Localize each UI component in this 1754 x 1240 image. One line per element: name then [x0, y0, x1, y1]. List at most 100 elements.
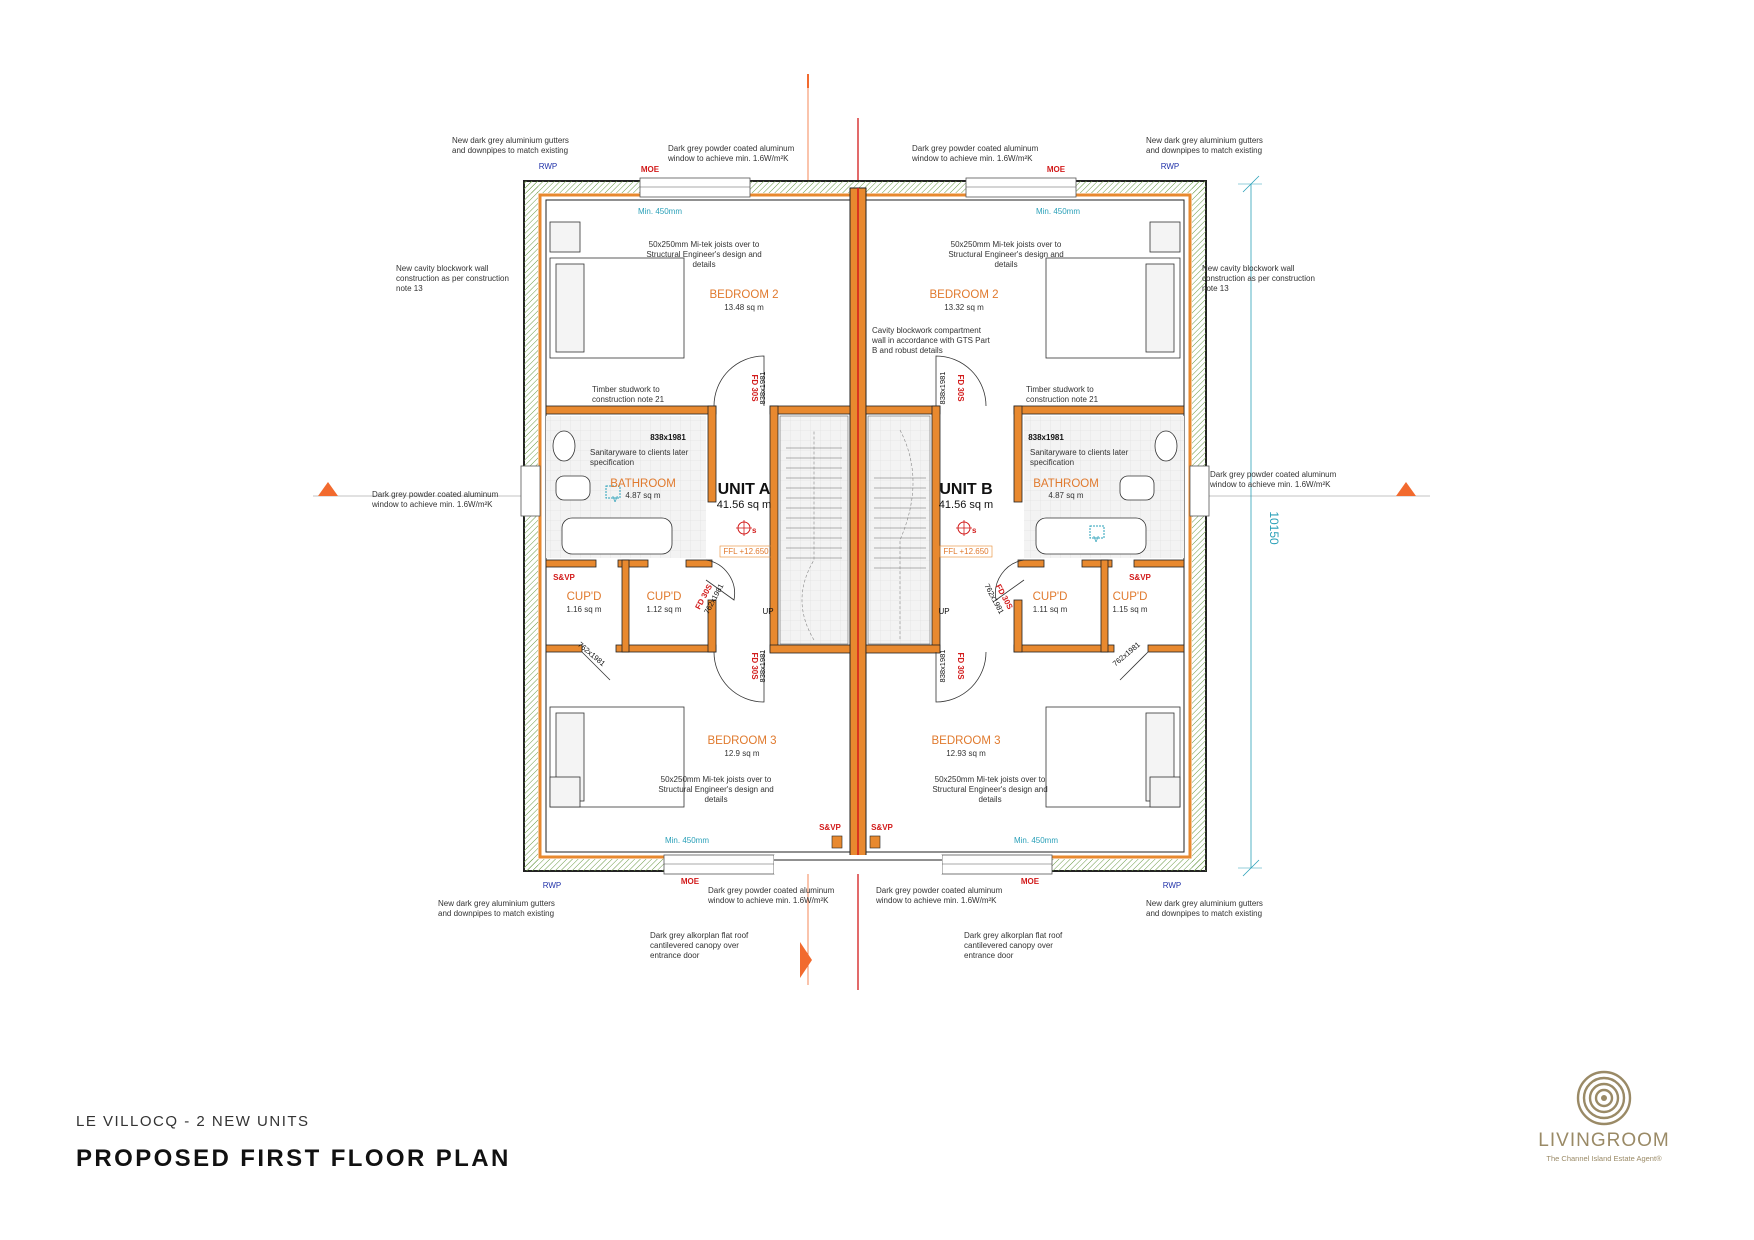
moe-label: MOE: [641, 165, 660, 174]
svg-text:50x250mm Mi-tek joists over to: 50x250mm Mi-tek joists over to: [951, 240, 1062, 249]
svg-text:Structural Engineer's design a: Structural Engineer's design and: [646, 250, 761, 259]
room-area: 12.93 sq m: [946, 749, 986, 758]
rooms-unit-a: BEDROOM 2 13.48 sq m BATHROOM 4.87 sq m …: [566, 289, 778, 758]
svg-text:wall in accordance with GTS Pa: wall in accordance with GTS Part: [871, 336, 991, 345]
annotations: New dark grey aluminium gutters and down…: [371, 136, 1337, 960]
svg-text:Dark grey powder coated alumin: Dark grey powder coated aluminum: [668, 144, 795, 153]
stairs-unit-b: [867, 415, 931, 645]
bath-icon: [1035, 517, 1147, 555]
section-arrow-left: [318, 482, 338, 496]
drawing-title: PROPOSED FIRST FLOOR PLAN: [76, 1145, 511, 1172]
svg-text:New cavity blockwork wall: New cavity blockwork wall: [1202, 264, 1295, 273]
svg-text:Cavity blockwork compartment: Cavity blockwork compartment: [872, 326, 982, 335]
svg-text:note 13: note 13: [396, 284, 423, 293]
svg-text:Structural Engineer's design a: Structural Engineer's design and: [932, 785, 1047, 794]
svg-text:Dark grey alkorplan flat roof: Dark grey alkorplan flat roof: [964, 931, 1063, 940]
ffl-label: FFL +12.650: [723, 547, 769, 556]
svg-text:note 13: note 13: [1202, 284, 1229, 293]
room-area: 4.87 sq m: [1048, 491, 1083, 500]
rwp-label: RWP: [1163, 881, 1182, 890]
room-name: BEDROOM 3: [707, 735, 776, 747]
brand-block: LIVINGROOM The Channel Island Estate Age…: [1524, 1070, 1684, 1163]
door-size: 838x1981: [650, 433, 686, 442]
svg-text:and downpipes to match existin: and downpipes to match existing: [452, 146, 568, 155]
min-clearance: Min. 450mm: [665, 836, 709, 845]
moe-label: MOE: [1021, 877, 1040, 886]
toilet-icon: [555, 475, 591, 501]
svg-text:window to achieve min. 1.6W/m²: window to achieve min. 1.6W/m²K: [911, 154, 1033, 163]
unit-name: UNIT B: [939, 481, 992, 498]
svg-text:window to achieve min. 1.6W/m²: window to achieve min. 1.6W/m²K: [875, 896, 997, 905]
svg-text:details: details: [994, 260, 1017, 269]
brand-tagline: The Channel Island Estate Agent®: [1546, 1154, 1662, 1163]
svg-text:window to achieve min. 1.6W/m²: window to achieve min. 1.6W/m²K: [707, 896, 829, 905]
interior-walls: [545, 405, 1185, 654]
svg-text:entrance door: entrance door: [650, 951, 700, 960]
rwp-label: RWP: [539, 162, 558, 171]
room-name: CUP'D: [567, 591, 602, 603]
room-name: BEDROOM 2: [709, 289, 778, 301]
room-area: 13.32 sq m: [944, 303, 984, 312]
svg-text:and downpipes to match existin: and downpipes to match existing: [1146, 909, 1262, 918]
svg-text:Dark grey alkorplan flat roof: Dark grey alkorplan flat roof: [650, 931, 749, 940]
svg-text:Timber studwork to: Timber studwork to: [1026, 385, 1094, 394]
stairs-unit-a: [779, 415, 849, 645]
svg-text:and downpipes to match existin: and downpipes to match existing: [1146, 146, 1262, 155]
svg-text:New dark grey aluminium gutter: New dark grey aluminium gutters: [1146, 136, 1263, 145]
svg-text:FD 30S: FD 30S: [956, 374, 965, 402]
section-arrow-bottom: [800, 942, 812, 978]
room-name: CUP'D: [647, 591, 682, 603]
room-area: 13.48 sq m: [724, 303, 764, 312]
bathroom-unit-b: [1024, 416, 1184, 558]
unit-area: 41.56 sq m: [717, 499, 771, 511]
svg-text:FD 30S: FD 30S: [750, 652, 759, 680]
svg-text:Dark grey powder coated alumin: Dark grey powder coated aluminum: [1210, 470, 1337, 479]
svg-text:50x250mm Mi-tek joists over to: 50x250mm Mi-tek joists over to: [661, 775, 772, 784]
svg-text:Dark grey powder coated alumin: Dark grey powder coated aluminum: [912, 144, 1039, 153]
beds: [549, 221, 1181, 808]
unit-name: UNIT A: [718, 481, 771, 498]
svg-text:Timber studwork to: Timber studwork to: [592, 385, 660, 394]
room-name: CUP'D: [1113, 591, 1148, 603]
svg-text:construction as per constructi: construction as per construction: [396, 274, 509, 283]
svg-text:FD 30S: FD 30S: [956, 652, 965, 680]
svg-text:FD 30S: FD 30S: [750, 374, 759, 402]
door-swings: [581, 355, 1149, 703]
vent-icon: V: [1093, 535, 1099, 544]
svg-text:838x1981: 838x1981: [938, 650, 947, 683]
svg-text:construction as per constructi: construction as per construction: [1202, 274, 1315, 283]
svg-text:entrance door: entrance door: [964, 951, 1014, 960]
rwp-label: RWP: [1161, 162, 1180, 171]
basin-icon: [552, 430, 576, 462]
room-name: BATHROOM: [610, 478, 676, 490]
svg-text:s: s: [972, 526, 977, 535]
svg-text:New dark grey aluminium gutter: New dark grey aluminium gutters: [452, 136, 569, 145]
window-openings: [520, 177, 1210, 875]
svg-text:cantilevered canopy over: cantilevered canopy over: [650, 941, 739, 950]
svg-text:New cavity blockwork wall: New cavity blockwork wall: [396, 264, 489, 273]
room-name: BEDROOM 2: [929, 289, 998, 301]
svg-text:Dark grey powder coated alumin: Dark grey powder coated aluminum: [372, 490, 499, 499]
svg-text:B and robust details: B and robust details: [872, 346, 943, 355]
svg-text:50x250mm Mi-tek joists over to: 50x250mm Mi-tek joists over to: [649, 240, 760, 249]
basin-icon: [1154, 430, 1178, 462]
ffl-label: FFL +12.650: [943, 547, 989, 556]
room-area: 12.9 sq m: [724, 749, 759, 758]
svg-text:838x1981: 838x1981: [758, 372, 767, 405]
svg-text:specification: specification: [590, 458, 634, 467]
bath-icon: [561, 517, 673, 555]
svg-text:Sanitaryware to clients later: Sanitaryware to clients later: [590, 448, 689, 457]
room-name: BEDROOM 3: [931, 735, 1000, 747]
moe-label: MOE: [681, 877, 700, 886]
rooms-unit-b: BEDROOM 2 13.32 sq m BATHROOM 4.87 sq m …: [929, 289, 1147, 758]
room-area: 1.12 sq m: [646, 605, 681, 614]
min-clearance: Min. 450mm: [1014, 836, 1058, 845]
svg-text:Structural Engineer's design a: Structural Engineer's design and: [948, 250, 1063, 259]
section-arrow-right: [1396, 482, 1416, 496]
drawing-subtitle: LE VILLOCQ - 2 NEW UNITS: [76, 1113, 310, 1130]
bathroom-unit-a: [546, 416, 706, 558]
room-area: 1.15 sq m: [1112, 605, 1147, 614]
door-size: 838x1981: [1028, 433, 1064, 442]
svg-text:construction note 21: construction note 21: [592, 395, 665, 404]
